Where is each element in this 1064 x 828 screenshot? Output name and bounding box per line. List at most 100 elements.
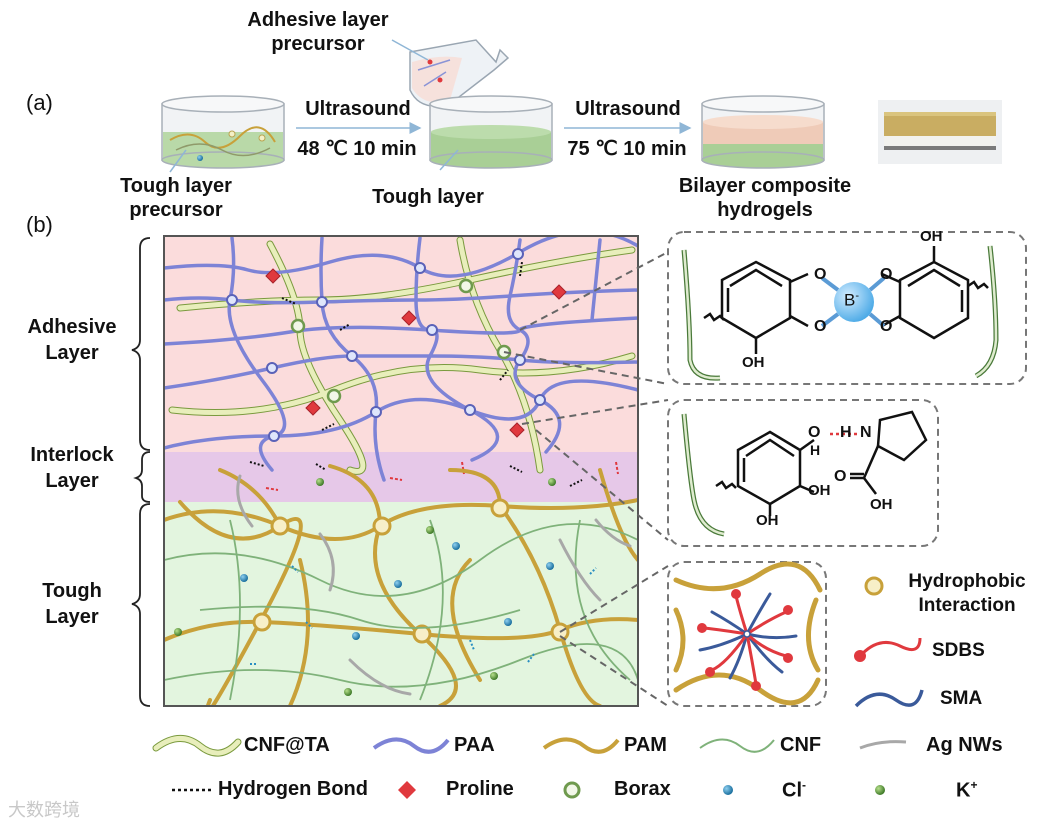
legend-ag-icon	[859, 740, 907, 750]
hydrophobic-icon	[864, 576, 884, 596]
panel-label-a: (a)	[26, 90, 53, 115]
atom-o-5: O	[808, 424, 821, 441]
flask-icon	[409, 39, 510, 107]
petri-dish-bilayer	[701, 95, 825, 169]
watermark-logo: 大数跨境	[8, 800, 80, 821]
ag-nanowires	[236, 474, 632, 696]
tough-precursor-line2: precursor	[129, 199, 223, 221]
adhesive-precursor-line2: precursor	[271, 33, 365, 55]
boron-symbol: B	[844, 290, 856, 310]
atom-o-6: O	[834, 468, 847, 485]
atom-o-2: O	[814, 318, 827, 335]
legend-cnfta-label: CNF@TA	[244, 734, 330, 756]
tough-layer-line2: Layer	[45, 606, 99, 628]
pointer-line	[391, 39, 429, 61]
step2-method: Ultrasound	[575, 98, 681, 120]
chloride-ions	[240, 542, 554, 640]
step2-condition: 75 ℃ 10 min	[567, 138, 687, 160]
legend-pam-icon	[542, 737, 620, 754]
adhesive-layer-line1: Adhesive	[27, 316, 117, 338]
atom-o-3: O	[880, 266, 893, 283]
legend-k-icon	[875, 785, 885, 795]
atom-oh-5: OH	[870, 496, 893, 513]
atom-oh-1: OH	[742, 354, 765, 371]
step1-condition: 48 ℃ 10 min	[297, 138, 417, 160]
atom-n: N	[860, 424, 872, 441]
legend-pam-label: PAM	[624, 734, 667, 756]
adhesive-precursor-label: Adhesive layer precursor	[238, 8, 398, 56]
legend-cnf-label: CNF	[780, 734, 822, 756]
paa-crosslinks	[226, 248, 546, 442]
hydrophobic-line1: Hydrophobic	[908, 571, 1026, 592]
legend-ag-label: Ag NWs	[926, 734, 1003, 756]
hydrophobic-knots	[252, 498, 570, 644]
hydrogel-photo	[878, 100, 1002, 164]
tough-layer-label: Tough layer	[372, 186, 484, 208]
zoom-lines	[503, 251, 669, 707]
bilayer-line1: Bilayer composite	[678, 175, 852, 197]
legend-paa-label: PAA	[454, 734, 495, 756]
legend-k-symbol: K	[956, 779, 971, 802]
legend-borax-icon	[563, 781, 581, 799]
atom-o-1: O	[814, 266, 827, 283]
hydrogen-bond-dots	[249, 261, 583, 487]
bilayer-line2: hydrogels	[717, 199, 813, 221]
interlock-layer-line2: Layer	[45, 470, 99, 492]
sdbs-label: SDBS	[932, 640, 985, 661]
legend-cl-icon	[723, 785, 733, 795]
boron-charge: -	[855, 290, 860, 302]
network-box	[163, 235, 639, 707]
petri-dish-tough-layer	[429, 95, 553, 169]
boron-label: B-	[844, 290, 859, 311]
zoom-box-borate	[667, 231, 1027, 385]
zoom-box-proline	[667, 399, 939, 547]
zoom-box-micelle	[667, 561, 827, 707]
atom-oh-3: OH	[808, 482, 831, 499]
tough-layer-side-label: Tough Layer	[14, 578, 130, 630]
petri-dish-tough-precursor	[161, 95, 285, 169]
adhesive-layer-line2: Layer	[45, 342, 99, 364]
legend-cnf-icon	[699, 738, 775, 753]
legend-cnfta-icon	[152, 735, 242, 757]
atom-h-2: H	[840, 424, 852, 441]
interlock-layer-line1: Interlock	[30, 444, 114, 466]
atom-oh-2: OH	[920, 228, 943, 245]
layer-braces	[131, 237, 151, 707]
tough-layer-line1: Tough	[42, 580, 102, 602]
adhesive-precursor-line1: Adhesive layer	[247, 9, 389, 31]
legend-k-charge: +	[970, 778, 978, 792]
atom-h-1: H	[810, 442, 821, 458]
tough-precursor-label: Tough layer precursor	[96, 174, 256, 222]
sdbs-icon	[854, 637, 922, 662]
legend-k-label: K+	[956, 778, 977, 803]
interlock-layer-label: Interlock Layer	[14, 442, 130, 494]
hydrophobic-label: Hydrophobic Interaction	[892, 570, 1042, 618]
cnf-fibers	[164, 519, 638, 701]
legend-cl-charge: -	[802, 778, 806, 792]
sma-label: SMA	[940, 688, 983, 709]
tough-precursor-line1: Tough layer	[120, 175, 232, 197]
hydrophobic-line2: Interaction	[918, 595, 1016, 616]
tough-hbond-dots	[250, 565, 597, 665]
atom-o-4: O	[880, 318, 893, 335]
boron-atom-icon	[834, 282, 874, 322]
pointer-line	[169, 149, 187, 173]
step1-method: Ultrasound	[305, 98, 411, 120]
legend-paa-icon	[372, 737, 450, 754]
pointer-line	[439, 149, 459, 171]
atom-oh-4: OH	[756, 512, 779, 529]
sma-icon	[854, 689, 924, 708]
legend-cl-symbol: Cl	[782, 779, 802, 802]
legend-proline-label: Proline	[446, 778, 514, 800]
micelle-icon	[697, 589, 798, 691]
proline-markers	[265, 268, 567, 438]
legend-proline-icon	[398, 781, 416, 799]
legend-cl-label: Cl-	[782, 778, 806, 803]
potassium-ions	[174, 478, 556, 696]
panel-label-b: (b)	[26, 212, 53, 237]
bilayer-label: Bilayer composite hydrogels	[672, 174, 858, 222]
legend-hbond-label: Hydrogen Bond	[218, 778, 368, 800]
legend-borax-label: Borax	[614, 778, 671, 800]
adhesive-layer-label: Adhesive Layer	[14, 314, 130, 366]
